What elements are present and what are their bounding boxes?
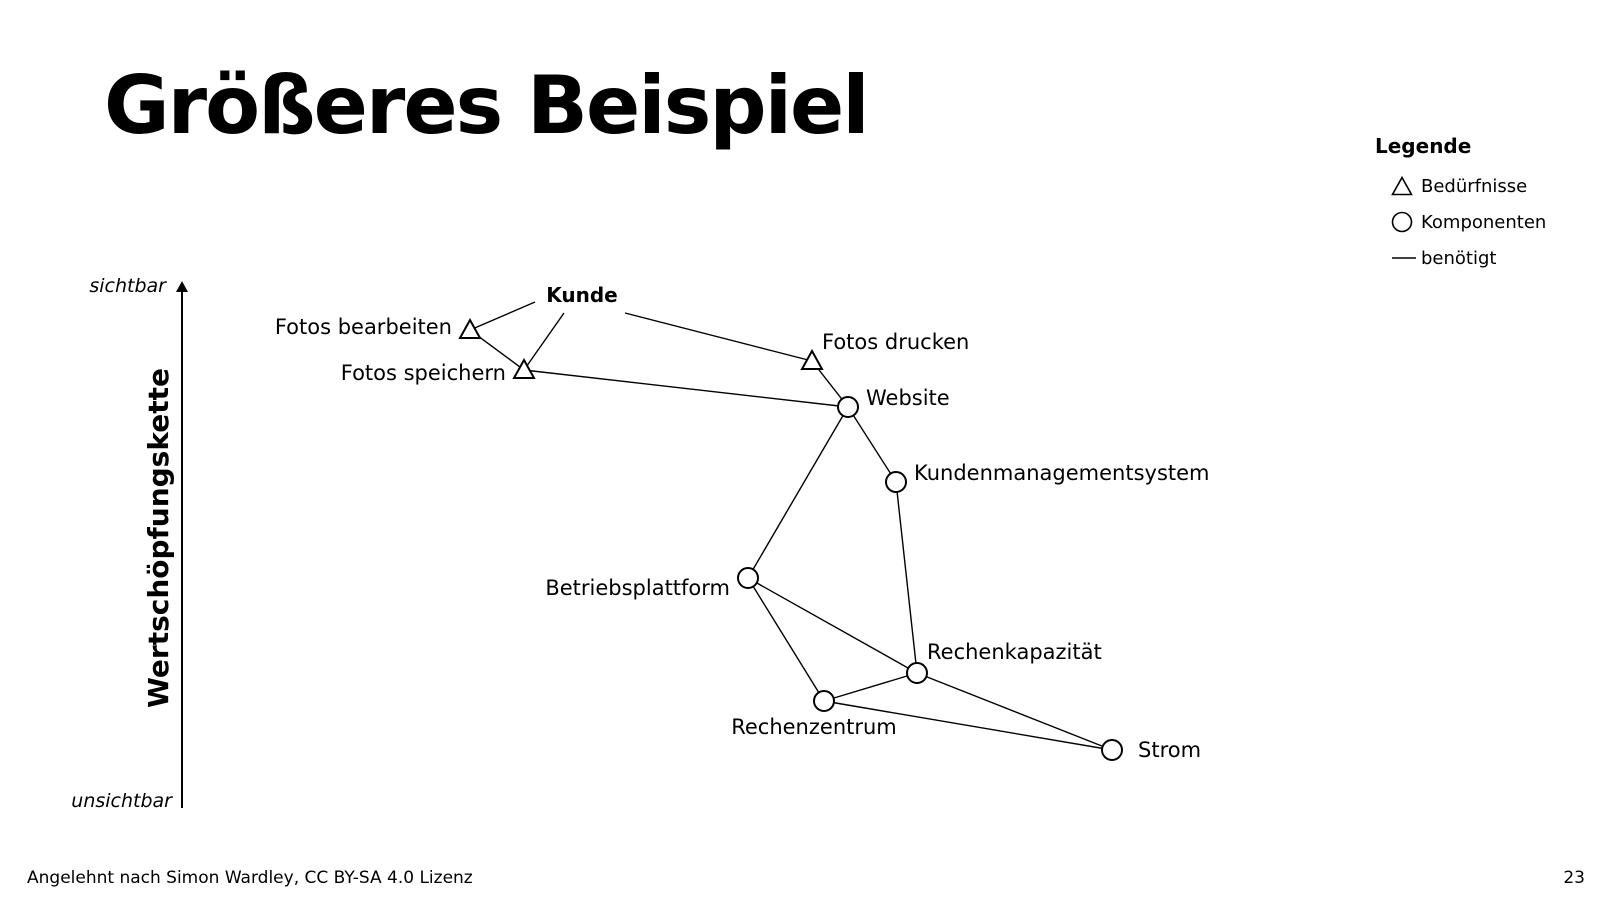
circle-icon bbox=[906, 662, 928, 684]
circle-icon bbox=[885, 471, 907, 493]
line-icon bbox=[1391, 255, 1421, 261]
legend-title: Legende bbox=[1375, 134, 1472, 158]
legend-label-needs: Bedürfnisse bbox=[1421, 175, 1528, 197]
circle-icon bbox=[737, 567, 759, 589]
page-number: 23 bbox=[1563, 868, 1585, 888]
node-label-fotos-bearbeiten: Fotos bearbeiten bbox=[275, 315, 452, 339]
node-strom: Strom bbox=[1101, 738, 1201, 762]
node-kundenmanagementsystem: Kundenmanagementsystem bbox=[885, 461, 1210, 493]
node-label-strom: Strom bbox=[1138, 738, 1201, 762]
legend-label-requires: benötigt bbox=[1421, 247, 1497, 269]
edge-betriebsplattform-rechenkapazitaet bbox=[747, 577, 918, 674]
edge-kunde-fotos-drucken bbox=[624, 312, 813, 362]
node-fotos-bearbeiten: Fotos bearbeiten bbox=[275, 315, 482, 339]
legend-item-requires: benötigt bbox=[1375, 240, 1585, 276]
node-label-fotos-speichern: Fotos speichern bbox=[341, 361, 506, 385]
dependency-edges bbox=[469, 301, 1113, 751]
node-label-website: Website bbox=[866, 386, 950, 410]
value-chain-axis: sichtbar unsichtbar Wertschöpfungskette bbox=[71, 275, 188, 812]
legend-label-components: Komponenten bbox=[1421, 211, 1547, 233]
node-label-rechenkapazitaet: Rechenkapazität bbox=[927, 640, 1102, 664]
circle-icon bbox=[813, 690, 835, 712]
node-label-kundenmanagementsystem: Kundenmanagementsystem bbox=[914, 461, 1210, 485]
axis-bottom-label: unsichtbar bbox=[71, 790, 173, 812]
legend-item-needs: Bedürfnisse bbox=[1375, 168, 1585, 204]
node-rechenzentrum: Rechenzentrum bbox=[731, 690, 897, 739]
node-rechenkapazitaet: Rechenkapazität bbox=[906, 640, 1102, 684]
edge-rechenzentrum-strom bbox=[823, 700, 1113, 751]
node-label-kunde: Kunde bbox=[546, 283, 618, 307]
edge-kunde-fotos-bearbeiten bbox=[469, 301, 536, 331]
node-label-rechenzentrum: Rechenzentrum bbox=[731, 715, 897, 739]
triangle-icon bbox=[458, 317, 482, 339]
node-fotos-speichern: Fotos speichern bbox=[341, 357, 536, 385]
edge-fotos-speichern-website bbox=[523, 369, 849, 408]
triangle-icon bbox=[512, 357, 536, 379]
edge-rechenzentrum-rechenkapazitaet bbox=[823, 672, 918, 702]
edge-kundenmanagementsystem-rechenkapazitaet bbox=[895, 481, 918, 674]
edge-website-betriebsplattform bbox=[747, 406, 849, 579]
node-label-betriebsplattform: Betriebsplattform bbox=[545, 576, 730, 600]
edge-rechenkapazitaet-strom bbox=[916, 672, 1113, 751]
triangle-icon bbox=[800, 348, 824, 370]
node-fotos-drucken: Fotos drucken bbox=[800, 330, 969, 370]
circle-icon bbox=[1391, 211, 1421, 233]
edge-kunde-fotos-speichern bbox=[523, 312, 565, 371]
edge-website-kundenmanagementsystem bbox=[847, 406, 897, 483]
circle-icon bbox=[837, 396, 859, 418]
axis-top-label: sichtbar bbox=[89, 275, 167, 297]
node-website: Website bbox=[837, 386, 950, 418]
slide-title: Größeres Beispiel bbox=[104, 59, 870, 152]
node-betriebsplattform: Betriebsplattform bbox=[545, 567, 759, 600]
circle-icon bbox=[1101, 739, 1123, 761]
legend-item-components: Komponenten bbox=[1375, 204, 1585, 240]
axis-arrowhead bbox=[176, 281, 188, 292]
triangle-icon bbox=[1391, 176, 1421, 196]
legend: Legende Bedürfnisse Komponenten benötigt bbox=[1375, 134, 1585, 276]
edge-betriebsplattform-rechenzentrum bbox=[747, 577, 825, 702]
node-kunde: Kunde bbox=[546, 283, 618, 307]
axis-title: Wertschöpfungskette bbox=[142, 368, 175, 708]
node-label-fotos-drucken: Fotos drucken bbox=[822, 330, 969, 354]
footer-attribution: Angelehnt nach Simon Wardley, CC BY-SA 4… bbox=[27, 868, 473, 888]
